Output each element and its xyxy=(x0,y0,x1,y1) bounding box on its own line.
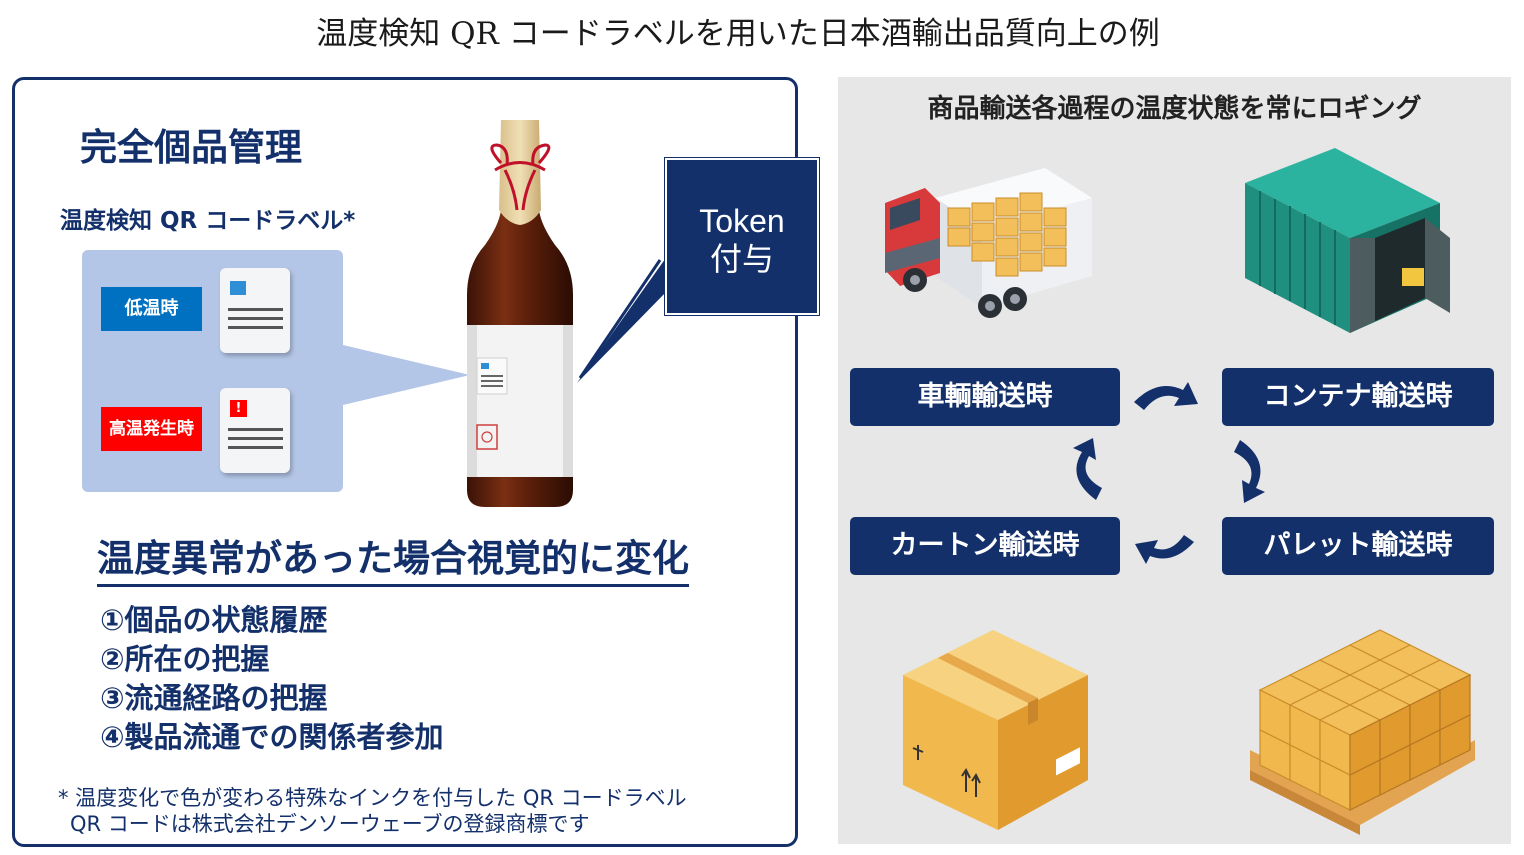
cardboard-box-icon xyxy=(903,630,1088,830)
stage-container-transport: コンテナ輸送時 xyxy=(1222,368,1494,426)
alert-mark: ! xyxy=(230,400,247,417)
footnote-trademark: QR コードは株式会社デンソーウェーブの登録商標です xyxy=(70,812,590,836)
high-temp-badge: 高温発生時 xyxy=(101,407,202,451)
truck-icon xyxy=(885,168,1092,318)
cycle-arrow-icon xyxy=(1073,382,1265,564)
qr-label-alert-icon: ! xyxy=(220,388,290,473)
stage-vehicle-transport: 車輌輸送時 xyxy=(850,368,1120,426)
stage-carton-transport: カートン輸送時 xyxy=(850,517,1120,575)
token-line-2: 付与 xyxy=(709,241,774,277)
callout-pointer xyxy=(343,255,668,405)
visual-change-heading: 温度異常があった場合視覚的に変化 xyxy=(97,528,689,587)
low-temp-badge: 低温時 xyxy=(101,287,202,331)
shipping-container-icon xyxy=(1245,148,1450,333)
footnote-ink: * 温度変化で色が変わる特殊なインクを付与した QR コードラベル xyxy=(58,786,687,810)
token-line-1: Token xyxy=(699,203,785,239)
list-item: ③流通経路の把握 xyxy=(100,681,328,715)
page-title: 温度検知 QR コードラベルを用いた日本酒輸出品質向上の例 xyxy=(316,16,1160,52)
token-callout: Token 付与 xyxy=(665,158,819,315)
sake-bottle-icon xyxy=(467,120,573,507)
full-item-management-heading: 完全個品管理 xyxy=(80,126,302,169)
list-item: ④製品流通での関係者参加 xyxy=(100,720,444,754)
qr-label-title: 温度検知 QR コードラベル* xyxy=(60,208,356,234)
list-item: ②所在の把握 xyxy=(100,642,270,676)
list-item: ①個品の状態履歴 xyxy=(100,603,328,637)
stage-pallet-transport: パレット輸送時 xyxy=(1222,517,1494,575)
qr-label-normal-icon xyxy=(220,268,290,353)
pallet-boxes-icon xyxy=(1250,629,1475,835)
logging-heading: 商品輸送各過程の温度状態を常にロギング xyxy=(927,94,1422,124)
